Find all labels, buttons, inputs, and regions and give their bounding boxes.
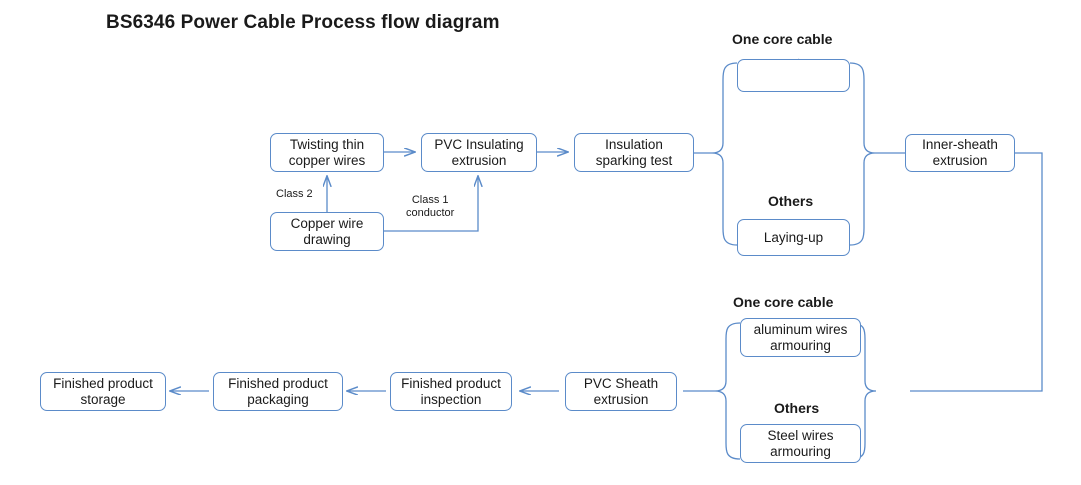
brace-top-left <box>711 62 738 246</box>
node-label-line2: extrusion <box>451 152 507 168</box>
page-title: BS6346 Power Cable Process flow diagram <box>106 12 500 33</box>
brace-bottom-left <box>714 322 741 460</box>
node-inner-sheath-extrusion[interactable]: Inner-sheath extrusion <box>905 134 1015 172</box>
node-label-line2: armouring <box>770 337 831 353</box>
node-label-line2: extrusion <box>593 391 649 407</box>
node-label-line1: Inner-sheath <box>922 137 998 152</box>
node-label-line2: packaging <box>247 391 309 407</box>
node-finished-product-inspection[interactable]: Finished product inspection <box>390 372 512 411</box>
node-label-line1: Twisting thin <box>289 136 365 152</box>
node-pvc-insulating-extrusion[interactable]: PVC Insulating extrusion <box>421 133 537 172</box>
group-label-others-top: Others <box>768 193 814 209</box>
node-steel-wires-armouring[interactable]: Steel wires armouring <box>740 424 861 463</box>
node-label-line2: extrusion <box>932 153 988 168</box>
node-label-line1: PVC Sheath <box>583 375 659 391</box>
edge-label-line1: Class 1 <box>411 194 449 206</box>
node-label-line1: Copper wire <box>290 215 364 231</box>
node-label-line1: Finished product <box>401 375 501 391</box>
node-label-line1: Insulation <box>605 136 663 152</box>
node-copper-wire-drawing[interactable]: Copper wire drawing <box>270 212 384 251</box>
node-finished-product-packaging[interactable]: Finished product packaging <box>213 372 343 411</box>
edge-inner-sheath-to-bottom <box>910 152 1043 392</box>
node-aluminum-wires-armouring[interactable]: aluminum wires armouring <box>740 318 861 357</box>
edge-label-class-2: Class 2 <box>276 188 313 200</box>
node-laying-up[interactable]: Laying-up <box>737 219 850 256</box>
node-label-line1: aluminum wires <box>753 321 848 337</box>
edge-label-line2: conductor <box>406 207 455 219</box>
node-one-core-cable-top[interactable] <box>737 59 850 92</box>
node-label-line2: armouring <box>770 443 831 459</box>
edge-copper-to-pvc <box>384 176 478 232</box>
edge-label-class-1-conductor: Class 1 conductor <box>406 194 454 220</box>
node-label: Laying-up <box>763 229 824 245</box>
node-twisting-thin-copper-wires[interactable]: Twisting thin copper wires <box>270 133 384 172</box>
group-label-one-core-cable-top: One core cable <box>732 31 833 47</box>
node-label-line1: Finished product <box>53 375 153 391</box>
node-insulation-sparking-test[interactable]: Insulation sparking test <box>574 133 694 172</box>
node-label-line1: Steel wires <box>767 427 834 443</box>
brace-top-right <box>849 62 876 246</box>
node-finished-product-storage[interactable]: Finished product storage <box>40 372 166 411</box>
node-label-line1: PVC Insulating <box>434 136 524 152</box>
node-label-line1: Finished product <box>228 375 328 391</box>
brace-bottom-right <box>850 322 877 460</box>
group-label-one-core-cable-bottom: One core cable <box>733 294 834 310</box>
node-label-line2: inspection <box>420 391 482 407</box>
node-label-line2: storage <box>80 391 126 407</box>
group-label-others-bottom: Others <box>774 400 820 416</box>
node-label-line2: drawing <box>303 231 351 247</box>
node-label-line2: sparking test <box>595 152 673 168</box>
node-pvc-sheath-extrusion[interactable]: PVC Sheath extrusion <box>565 372 677 411</box>
node-label-line2: copper wires <box>288 152 366 168</box>
